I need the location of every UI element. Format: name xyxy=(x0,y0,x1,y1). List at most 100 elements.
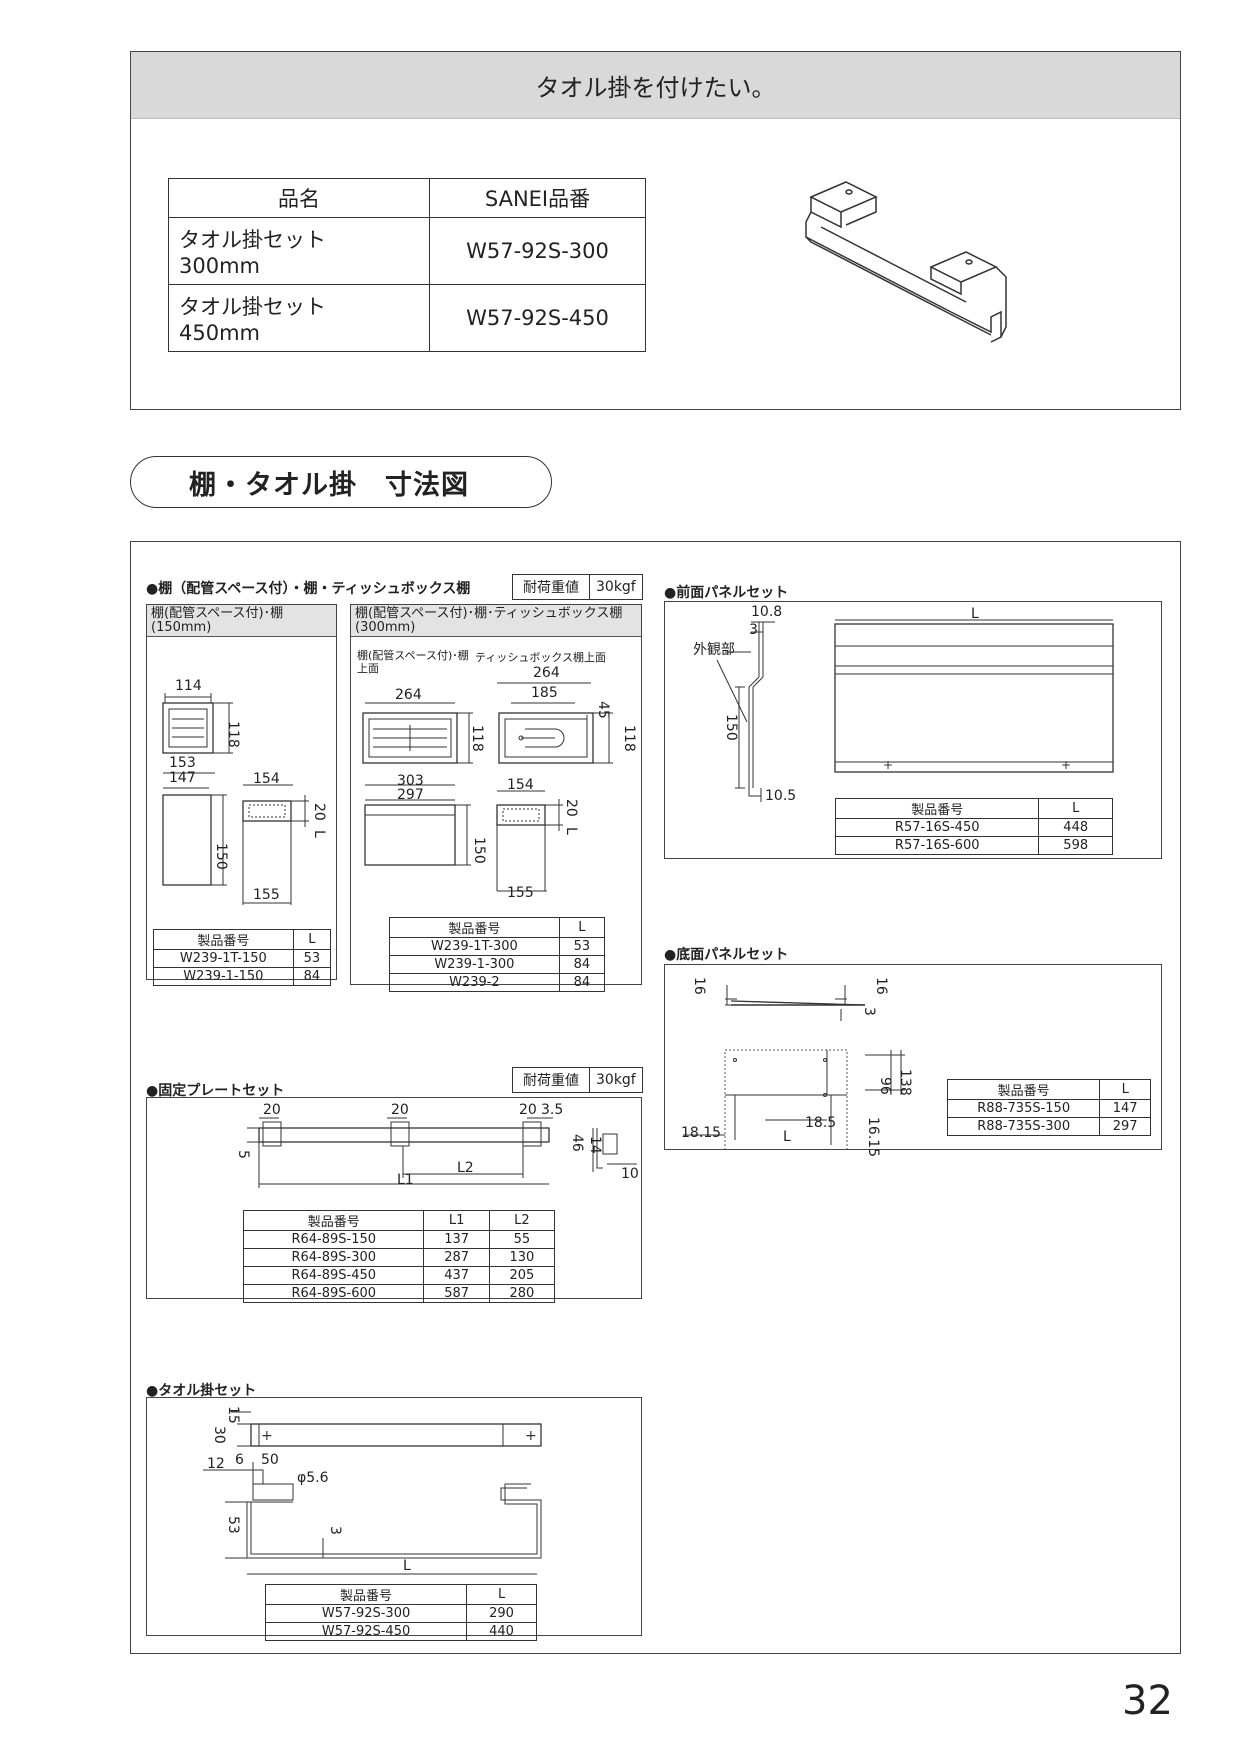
svg-text:+: + xyxy=(261,1428,273,1444)
product-code: W57-92S-450 xyxy=(429,284,646,352)
dim-118: 118 xyxy=(621,725,637,752)
dim-20: 20 xyxy=(311,803,327,821)
sub-left-label: 棚(配管スペース付)･棚上面 xyxy=(357,649,469,675)
dim-18-5: 18.5 xyxy=(805,1115,837,1131)
dim-6: 6 xyxy=(235,1452,244,1468)
dim-264a: 264 xyxy=(533,665,560,681)
dim-L: L xyxy=(971,606,979,622)
shelf-left-header: 棚(配管スペース付)･棚(150mm) xyxy=(147,605,336,637)
shelf-caption: ●棚（配管スペース付）・棚・ティッシュボックス棚 xyxy=(146,581,471,597)
bottom-panel-drawing xyxy=(683,985,905,1149)
towel-caption: ●タオル掛セット xyxy=(146,1383,257,1399)
dim-18-15: 18.15 xyxy=(681,1125,722,1141)
plate-caption: ●固定プレートセット xyxy=(146,1083,285,1099)
dim-154: 154 xyxy=(507,777,534,793)
svg-text:+: + xyxy=(1061,758,1071,772)
dim-3: 3 xyxy=(861,1007,877,1016)
svg-text:+: + xyxy=(525,1428,537,1444)
dim-153: 153 xyxy=(169,755,196,771)
dim-20: 20 xyxy=(563,799,579,817)
exterior-label: 外観部 xyxy=(693,642,735,658)
dim-L: L xyxy=(403,1558,411,1574)
dim-3: 3 xyxy=(327,1526,343,1535)
shelf-right-panel: 棚(配管スペース付)･棚･ティッシュボックス棚(300mm) 棚(配管スペース付… xyxy=(350,604,642,992)
dim-150: 150 xyxy=(213,843,229,870)
load-label: 耐荷重値 xyxy=(512,1067,590,1093)
front-panel-drawing: + + xyxy=(716,619,1114,802)
shelf-right-header: 棚(配管スペース付)･棚･ティッシュボックス棚(300mm) xyxy=(351,605,641,637)
front-panel-caption: ●前面パネルセット xyxy=(664,585,789,601)
dim-phi-5-6: φ5.6 xyxy=(297,1470,329,1486)
product-name-header: 品名 xyxy=(168,178,430,218)
dim-16b: 16 xyxy=(873,977,889,995)
shelf-300-drawing xyxy=(362,682,613,892)
load-label: 耐荷重値 xyxy=(512,574,590,600)
section-title: 棚・タオル掛 寸法図 xyxy=(189,469,469,501)
dim-118: 118 xyxy=(469,725,485,752)
dim-L: L xyxy=(563,827,579,835)
diagram-frame xyxy=(130,541,1181,1654)
dim-20b: 20 xyxy=(391,1102,409,1118)
shelf-left-panel: 棚(配管スペース付)･棚(150mm) 114 118 153 147 154 … xyxy=(146,604,337,986)
product-code: W57-92S-300 xyxy=(429,217,646,285)
dim-297: 297 xyxy=(397,787,424,803)
product-code-header: SANEI品番 xyxy=(429,178,646,218)
load-value: 30kgf xyxy=(589,1067,643,1093)
dim-16a: 16 xyxy=(691,977,707,995)
dim-L: L xyxy=(783,1129,791,1145)
page-number: 32 xyxy=(1122,1678,1173,1724)
dim-147: 147 xyxy=(169,770,196,786)
dim-30: 30 xyxy=(211,1426,227,1444)
dim-L2: L2 xyxy=(457,1160,474,1176)
plate-drawing xyxy=(247,1117,637,1188)
dim-150: 150 xyxy=(723,714,739,741)
dim-L1: L1 xyxy=(397,1172,414,1188)
top-panel-header: タオル掛を付けたい。 xyxy=(131,52,1180,119)
shelf-150-drawing xyxy=(162,693,309,905)
dim-53: 53 xyxy=(225,1516,241,1534)
dim-3-5: 3.5 xyxy=(541,1102,564,1118)
dim-114: 114 xyxy=(175,678,202,694)
dim-L: L xyxy=(311,830,327,838)
bottom-panel-caption: ●底面パネルセット xyxy=(664,947,789,963)
dim-46: 46 xyxy=(569,1134,585,1152)
dim-185: 185 xyxy=(531,685,558,701)
dim-155: 155 xyxy=(253,887,280,903)
towel-bar-illustration xyxy=(805,181,1007,343)
dim-303: 303 xyxy=(397,773,424,789)
dim-5: 5 xyxy=(235,1150,251,1159)
dim-50: 50 xyxy=(261,1452,279,1468)
dim-20c: 20 xyxy=(519,1102,537,1118)
dim-12: 12 xyxy=(207,1456,225,1472)
dim-138: 138 xyxy=(897,1069,913,1096)
svg-text:+: + xyxy=(883,758,893,772)
dim-264b: 264 xyxy=(395,687,422,703)
dim-10-5: 10.5 xyxy=(765,788,797,804)
